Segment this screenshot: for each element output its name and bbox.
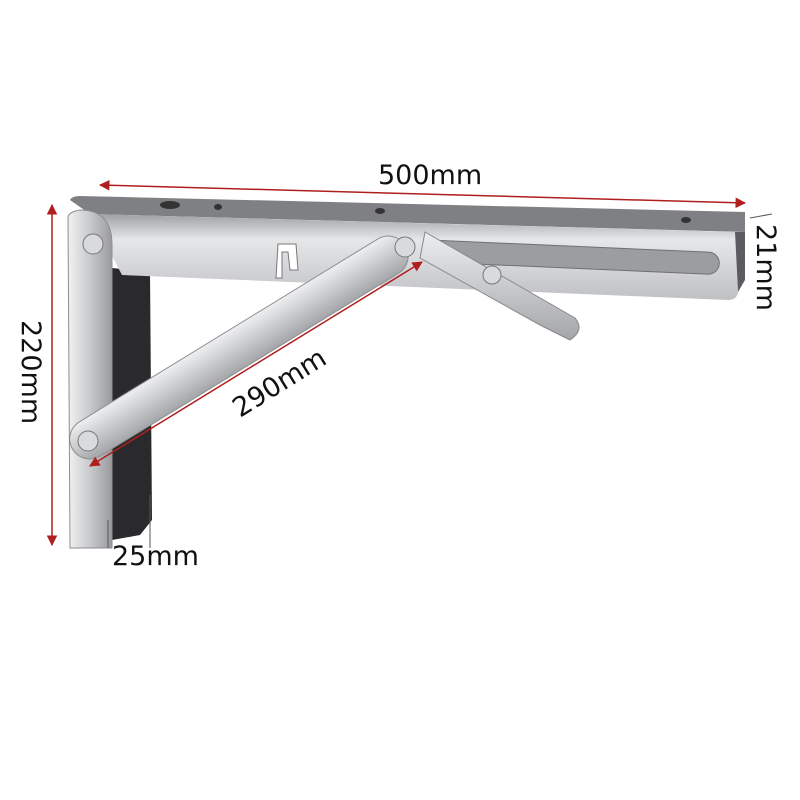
rivet — [394, 236, 416, 258]
mount-hole — [214, 204, 222, 210]
vertical-bar — [67, 209, 113, 549]
mount-hole — [375, 208, 385, 214]
height-label: 220mm — [15, 320, 46, 424]
arm-dimension-line — [89, 261, 423, 467]
rivet — [482, 265, 502, 285]
mount-hole — [160, 201, 180, 209]
thickness-label: 21mm — [750, 224, 781, 311]
length-label: 500mm — [378, 160, 482, 191]
mount-hole — [681, 217, 691, 223]
release-arm — [419, 231, 580, 341]
width-label: 25mm — [112, 541, 199, 572]
top-bar-end — [735, 232, 745, 292]
rivet — [77, 430, 99, 452]
rivet — [82, 233, 104, 255]
thickness-dimension-line — [749, 213, 773, 219]
length-dimension-line — [98, 180, 747, 208]
